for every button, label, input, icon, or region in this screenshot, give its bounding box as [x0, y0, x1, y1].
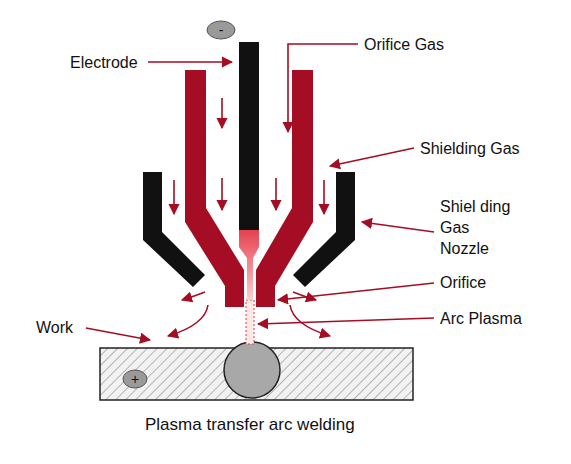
work-terminal: +: [122, 369, 148, 389]
orifice-gas-label: Orifice Gas: [364, 34, 444, 55]
electrode-terminal: -: [206, 20, 236, 40]
polarity-sign: -: [219, 23, 224, 37]
orifice-nozzle-right: [256, 70, 313, 307]
arc-plasma: [246, 300, 254, 344]
electrode-tip: [239, 230, 259, 300]
shielding-gas-label: Shielding Gas: [420, 138, 520, 159]
shielding-nozzle-label: Shiel ding Gas Nozzle: [440, 196, 516, 259]
electrode-label: Electrode: [70, 52, 138, 73]
orifice-nozzle-left: [185, 70, 244, 307]
leader-arrows: [86, 44, 434, 340]
caption: Plasma transfer arc welding: [145, 414, 355, 435]
arc-plasma-label: Arc Plasma: [440, 308, 522, 329]
weld-pool: [224, 342, 280, 398]
polarity-sign: +: [131, 372, 139, 386]
orifice-label: Orifice: [440, 272, 486, 293]
electrode: [239, 42, 259, 230]
work-label: Work: [36, 317, 73, 338]
gas-flow-arrows: [168, 98, 330, 336]
